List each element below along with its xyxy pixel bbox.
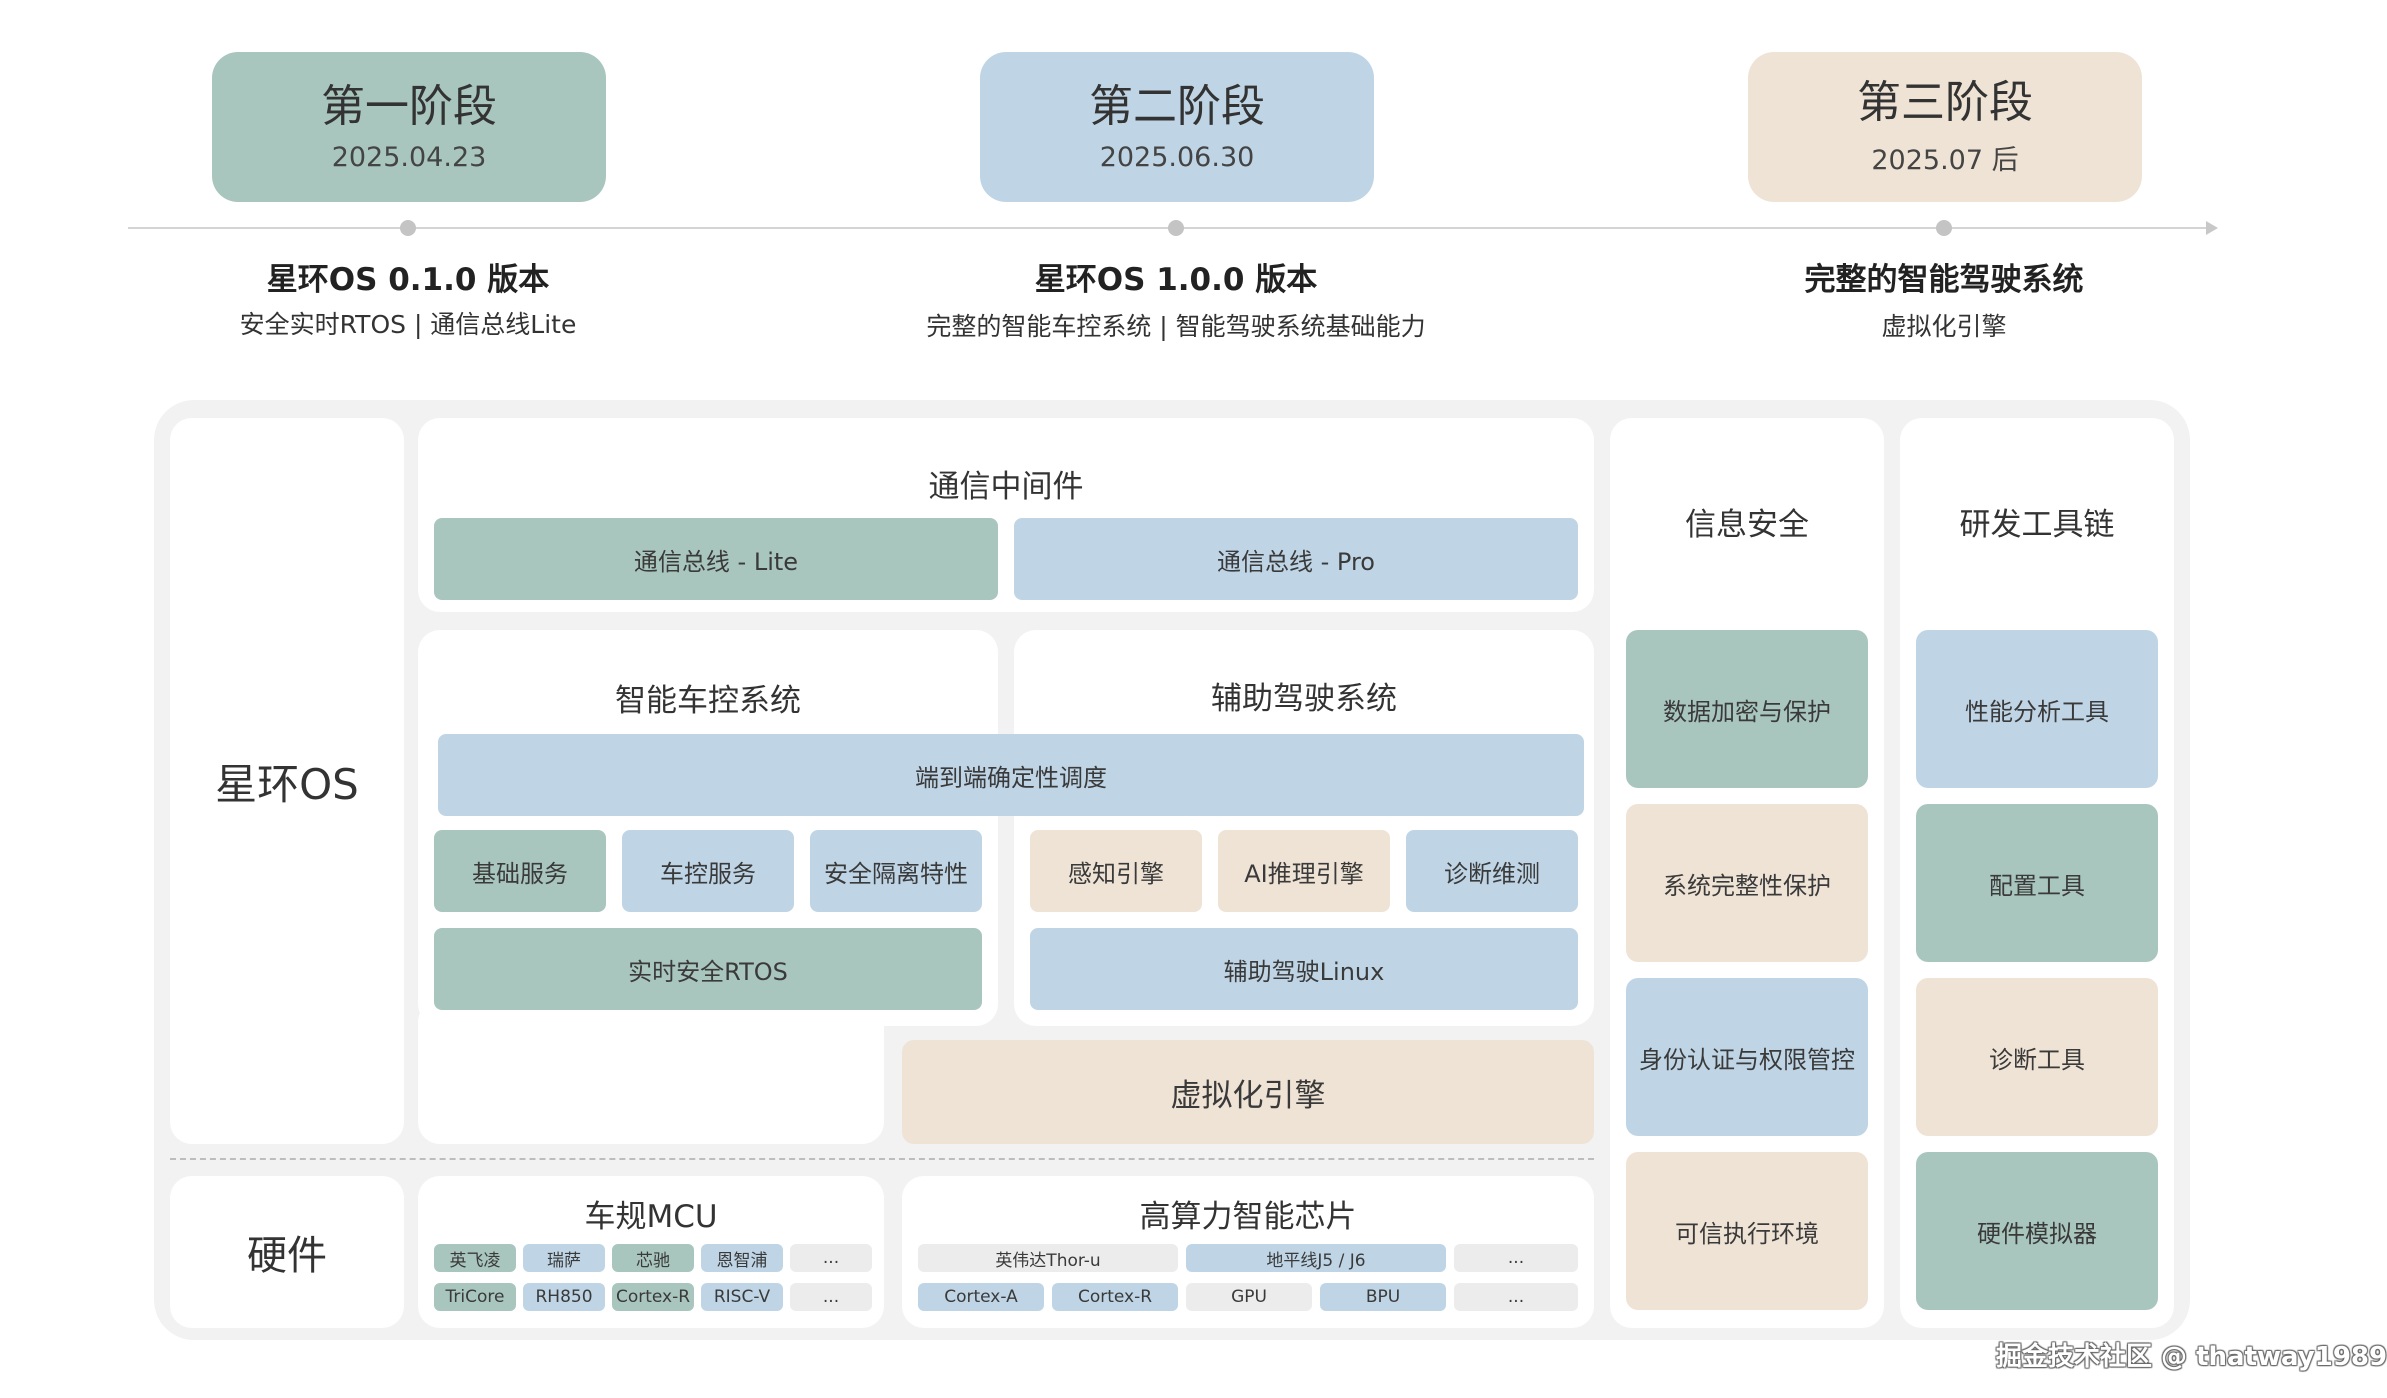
hardware-label: 硬件 (247, 1233, 327, 1279)
tool-item-config: 配置工具 (1916, 804, 2158, 962)
phase-1-title: 第一阶段 (321, 81, 497, 133)
phase-3-date: 2025.07 后 (1871, 144, 2019, 176)
mcu-chip-tricore: TriCore (434, 1283, 516, 1311)
timeline-dot-3 (1936, 220, 1952, 236)
mcu-chip-rh850: RH850 (523, 1283, 605, 1311)
mcu-chip-semidrive: 芯驰 (612, 1244, 694, 1272)
os-hardware-divider (170, 1158, 1594, 1160)
soc-chip-cortex-a: Cortex-A (918, 1283, 1044, 1311)
mcu-title: 车规MCU (584, 1198, 718, 1235)
mcu-chip-nxp: 恩智浦 (701, 1244, 783, 1272)
security-item-encryption: 数据加密与保护 (1626, 630, 1868, 788)
timeline-dot-2 (1168, 220, 1184, 236)
watermark: 掘金技术社区 @ thatway1989 (1996, 1342, 2387, 1372)
realtime-rtos: 实时安全RTOS (434, 928, 982, 1010)
phase-2-version: 星环OS 1.0.0 版本 (1034, 262, 1318, 298)
tool-item-diagnostic: 诊断工具 (1916, 978, 2158, 1136)
soc-chip-nvidia-thor: 英伟达Thor-u (918, 1244, 1178, 1272)
phase-3-desc: 虚拟化引擎 (1881, 312, 2007, 341)
perception-engine: 感知引擎 (1030, 830, 1202, 912)
security-item-tee: 可信执行环境 (1626, 1152, 1868, 1310)
phase-2-desc: 完整的智能车控系统 | 智能驾驶系统基础能力 (926, 312, 1426, 341)
vehicle-control-panel-extension (418, 1000, 884, 1144)
tool-item-performance: 性能分析工具 (1916, 630, 2158, 788)
ai-inference-engine: AI推理引擎 (1218, 830, 1390, 912)
safety-isolation: 安全隔离特性 (810, 830, 982, 912)
phase-2-date: 2025.06.30 (1099, 141, 1255, 173)
security-title: 信息安全 (1685, 506, 1809, 543)
phase-1-version: 星环OS 0.1.0 版本 (266, 262, 550, 298)
phase-2-title: 第二阶段 (1089, 81, 1265, 133)
soc-chip-horizon: 地平线J5 / J6 (1186, 1244, 1446, 1272)
security-item-integrity: 系统完整性保护 (1626, 804, 1868, 962)
mcu-chip-cortex-r: Cortex-R (612, 1283, 694, 1311)
virtualization-engine: 虚拟化引擎 (902, 1040, 1594, 1144)
timeline-arrow-icon (2206, 221, 2218, 235)
mcu-chip-riscv: RISC-V (701, 1283, 783, 1311)
phase-3-card: 第三阶段 2025.07 后 (1748, 52, 2142, 202)
comm-bus-pro: 通信总线 - Pro (1014, 518, 1578, 600)
phase-3-info: 完整的智能驾驶系统 虚拟化引擎 (1694, 254, 2194, 343)
phase-3-title: 第三阶段 (1857, 77, 2033, 129)
vehicle-control-service: 车控服务 (622, 830, 794, 912)
tool-item-simulator: 硬件模拟器 (1916, 1152, 2158, 1310)
soc-chip-more-2: ... (1454, 1283, 1578, 1311)
comm-middleware-title: 通信中间件 (928, 468, 1084, 505)
hardware-label-panel: 硬件 (170, 1176, 404, 1328)
phase-1-date: 2025.04.23 (331, 141, 487, 173)
mcu-chip-more-2: ... (790, 1283, 872, 1311)
soc-chip-cortex-r: Cortex-R (1052, 1283, 1178, 1311)
soc-chip-bpu: BPU (1320, 1283, 1446, 1311)
toolchain-title: 研发工具链 (1959, 506, 2115, 543)
soc-title: 高算力智能芯片 (1139, 1198, 1357, 1235)
phase-1-desc: 安全实时RTOS | 通信总线Lite (239, 310, 577, 339)
phase-2-info: 星环OS 1.0.0 版本 完整的智能车控系统 | 智能驾驶系统基础能力 (876, 254, 1476, 343)
adas-linux: 辅助驾驶Linux (1030, 928, 1578, 1010)
basic-service: 基础服务 (434, 830, 606, 912)
e2e-scheduling: 端到端确定性调度 (438, 734, 1584, 816)
vehicle-control-title: 智能车控系统 (615, 682, 801, 719)
os-label: 星环OS (215, 759, 359, 809)
phase-2-card: 第二阶段 2025.06.30 (980, 52, 1374, 202)
diagnostics-maintenance: 诊断维测 (1406, 830, 1578, 912)
timeline-dot-1 (400, 220, 416, 236)
adas-title: 辅助驾驶系统 (1211, 680, 1397, 717)
mcu-chip-more-1: ... (790, 1244, 872, 1272)
mcu-chip-renesas: 瑞萨 (523, 1244, 605, 1272)
security-item-auth: 身份认证与权限管控 (1626, 978, 1868, 1136)
phase-1-card: 第一阶段 2025.04.23 (212, 52, 606, 202)
os-label-panel: 星环OS (170, 418, 404, 1144)
soc-chip-more-1: ... (1454, 1244, 1578, 1272)
phase-3-version: 完整的智能驾驶系统 (1804, 262, 2084, 298)
phase-1-info: 星环OS 0.1.0 版本 安全实时RTOS | 通信总线Lite (158, 254, 658, 341)
soc-chip-gpu: GPU (1186, 1283, 1312, 1311)
mcu-chip-infineon: 英飞凌 (434, 1244, 516, 1272)
comm-bus-lite: 通信总线 - Lite (434, 518, 998, 600)
